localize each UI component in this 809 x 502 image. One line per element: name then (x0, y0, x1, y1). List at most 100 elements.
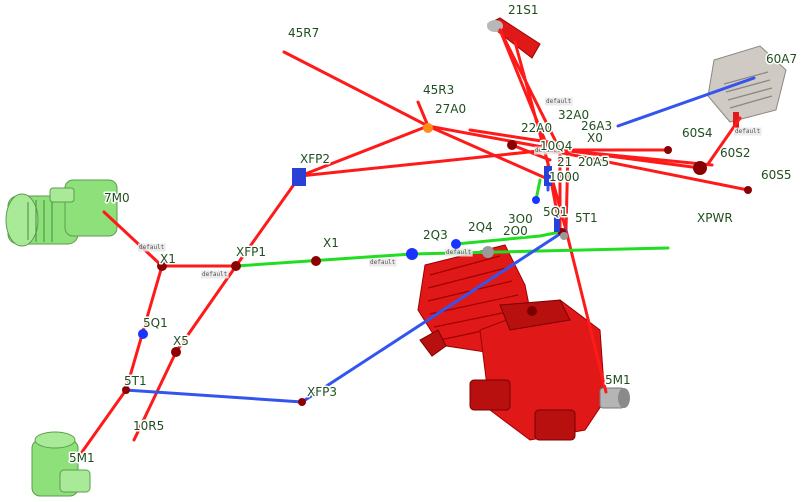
red-wire[interactable] (468, 128, 550, 144)
junction-node[interactable] (451, 239, 461, 249)
label-5q1[interactable]: 5Q1 (142, 315, 170, 332)
label-45r3[interactable]: 45R3 (422, 82, 456, 99)
red-wire[interactable] (132, 350, 178, 442)
red-wire[interactable] (706, 116, 742, 166)
red-wire[interactable] (282, 50, 430, 128)
junction-node[interactable] (482, 246, 494, 258)
wire-tag-background (138, 243, 166, 252)
motor-end-cap (5, 193, 39, 247)
label-x5[interactable]: X5 (172, 333, 191, 350)
red-wire[interactable] (564, 148, 570, 232)
label-5t1[interactable]: 5T1 (123, 373, 149, 390)
gear-motor-red-icon[interactable] (417, 244, 630, 441)
wire-tag-background (534, 146, 562, 155)
device-60a7-icon[interactable] (707, 45, 787, 128)
junction-node[interactable] (157, 261, 167, 271)
label-32a0[interactable]: 32A0 (557, 107, 591, 124)
label-x1-left[interactable]: X1 (159, 251, 178, 268)
label-21[interactable]: 21 (556, 154, 574, 171)
label-2o0[interactable]: 2O0 (502, 223, 530, 240)
red-wire[interactable] (498, 28, 550, 150)
red-wire[interactable] (416, 100, 430, 128)
junction-node[interactable] (122, 386, 130, 394)
label-26a3[interactable]: 26A3 (580, 118, 614, 135)
junction-node[interactable] (311, 256, 321, 266)
label-5m1-right[interactable]: 5M1 (604, 372, 633, 389)
junction-node[interactable] (744, 186, 752, 194)
label-5q1-right[interactable]: 5Q1 (542, 204, 570, 221)
label-3o0[interactable]: 3O0 (507, 211, 535, 228)
label-xfp2[interactable]: XFP2 (299, 151, 332, 168)
junction-node[interactable] (693, 161, 707, 175)
red-wire[interactable] (124, 264, 164, 392)
red-wire[interactable] (513, 40, 568, 232)
label-5t1-right[interactable]: 5T1 (574, 210, 600, 227)
label-60s5[interactable]: 60S5 (760, 167, 794, 184)
red-wire[interactable] (102, 210, 164, 268)
red-wire[interactable] (426, 124, 550, 150)
red-wire[interactable] (80, 388, 128, 454)
label-10r5[interactable]: 10R5 (132, 418, 166, 435)
junction-node[interactable] (560, 232, 568, 240)
sensor-21s1-icon[interactable] (487, 17, 541, 59)
green-wire[interactable] (234, 252, 414, 268)
label-45r7[interactable]: 45R7 (287, 25, 321, 42)
junction-node[interactable] (507, 140, 517, 150)
label-xfp3[interactable]: XFP3 (306, 384, 339, 401)
label-2q4[interactable]: 2Q4 (467, 219, 495, 236)
wire-tag: default (546, 98, 572, 105)
label-x0[interactable]: X0 (586, 130, 605, 147)
red-wire[interactable] (510, 143, 552, 162)
connector-block[interactable] (292, 168, 306, 186)
blue-wire[interactable] (300, 228, 568, 404)
motor-5m1-icon[interactable] (31, 431, 91, 497)
mount-foot-left (469, 379, 511, 411)
junction-node[interactable] (406, 248, 418, 260)
label-xfp1[interactable]: XFP1 (235, 244, 268, 261)
red-wire[interactable] (234, 174, 302, 268)
label-x1-center[interactable]: X1 (322, 235, 341, 252)
component-labels: 45R7 21S1 60A7 45R3 27A0 32A0 26A3 22A0 … (68, 2, 799, 467)
label-2q3[interactable]: 2Q3 (422, 227, 450, 244)
wire-tag-background (734, 127, 762, 136)
junction-node[interactable] (171, 347, 181, 357)
red-wire[interactable] (298, 148, 550, 178)
wire-layer (80, 28, 756, 454)
junction-node[interactable] (231, 261, 241, 271)
motor-7m0-icon[interactable] (5, 179, 118, 247)
label-1000[interactable]: 1000 (548, 169, 582, 186)
red-wire[interactable] (546, 148, 750, 192)
label-10q4[interactable]: 10Q4 (539, 138, 574, 155)
label-22a0[interactable]: 22A0 (520, 120, 554, 137)
red-wire[interactable] (564, 228, 608, 394)
label-21s1[interactable]: 21S1 (507, 2, 541, 19)
label-60s4[interactable]: 60S4 (681, 125, 715, 142)
label-5m1[interactable]: 5M1 (68, 450, 97, 467)
connector-block[interactable] (544, 166, 552, 186)
label-20a5[interactable]: 20A5 (577, 154, 611, 171)
label-7m0[interactable]: 7M0 (103, 190, 132, 207)
red-wire[interactable] (426, 124, 552, 182)
connector-block[interactable] (554, 214, 560, 232)
gearbox-bolt (527, 306, 537, 316)
blue-wire[interactable] (616, 76, 756, 128)
junction-node[interactable] (138, 329, 148, 339)
red-wire[interactable] (498, 28, 562, 152)
junction-node[interactable] (298, 398, 306, 406)
label-xpwr[interactable]: XPWR (696, 210, 735, 227)
blue-wire[interactable] (124, 388, 304, 404)
red-wire[interactable] (298, 124, 430, 178)
green-wire[interactable] (454, 234, 542, 246)
red-wire[interactable] (558, 148, 714, 167)
junction-node[interactable] (664, 146, 672, 154)
motor-fins (27, 200, 53, 242)
label-27a0[interactable]: 27A0 (434, 101, 468, 118)
junction-node[interactable] (532, 196, 540, 204)
label-60a7[interactable]: 60A7 (765, 51, 799, 68)
label-60s2[interactable]: 60S2 (719, 145, 753, 162)
green-wire[interactable] (538, 230, 562, 238)
junction-node[interactable] (423, 123, 433, 133)
wire-tag: default (446, 249, 472, 256)
red-wire[interactable] (174, 264, 238, 354)
